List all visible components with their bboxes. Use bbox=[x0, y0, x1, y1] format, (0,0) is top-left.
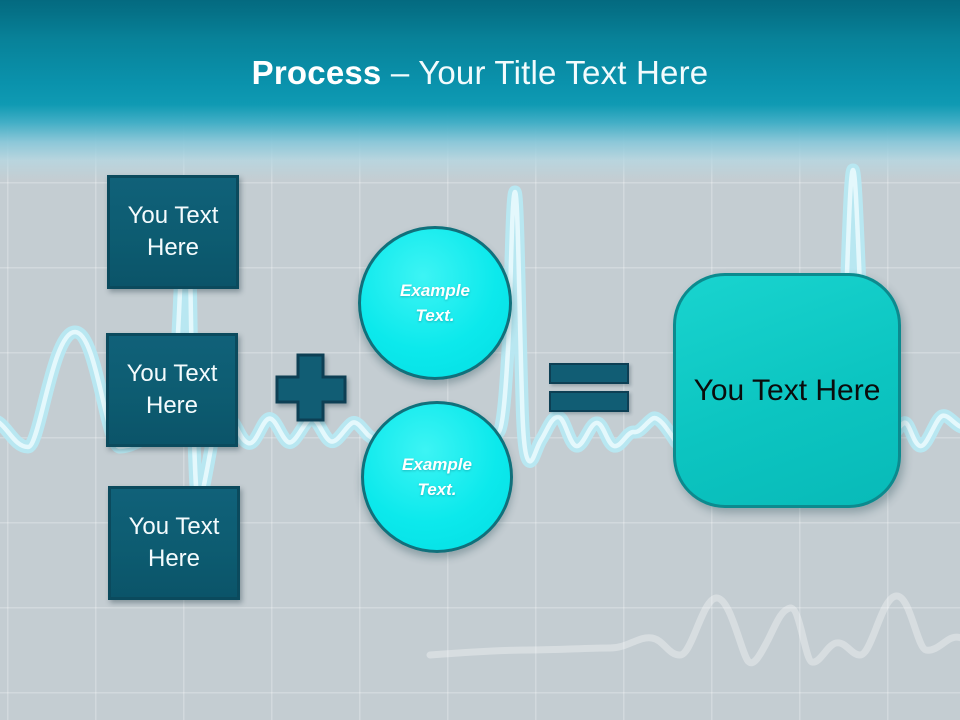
equals-bottom-bar bbox=[549, 391, 629, 412]
example-circle-1[interactable]: Example Text. bbox=[358, 226, 512, 380]
header-gradient-band bbox=[0, 0, 960, 180]
result-box[interactable]: You Text Here bbox=[673, 273, 901, 508]
title-rest-part: Your Title Text Here bbox=[418, 54, 709, 91]
example-circle-2[interactable]: Example Text. bbox=[361, 401, 513, 553]
input-box-2-label: You Text Here bbox=[126, 360, 218, 419]
input-box-1-label: You Text Here bbox=[127, 202, 219, 261]
input-box-3[interactable]: You Text Here bbox=[108, 486, 240, 600]
ecg-watermark-line bbox=[426, 592, 960, 667]
title-separator: – bbox=[381, 54, 419, 91]
result-box-label: You Text Here bbox=[693, 373, 881, 407]
equals-top-bar bbox=[549, 363, 629, 384]
input-box-3-label: You Text Here bbox=[128, 513, 220, 572]
input-box-2[interactable]: You Text Here bbox=[106, 333, 238, 447]
slide-title[interactable]: Process – Your Title Text Here bbox=[0, 54, 960, 92]
title-bold-part: Process bbox=[251, 54, 382, 91]
example-circle-2-label: Example Text. bbox=[402, 454, 472, 500]
example-circle-1-label: Example Text. bbox=[400, 280, 470, 326]
plus-icon[interactable] bbox=[270, 348, 354, 428]
input-box-1[interactable]: You Text Here bbox=[107, 175, 239, 289]
